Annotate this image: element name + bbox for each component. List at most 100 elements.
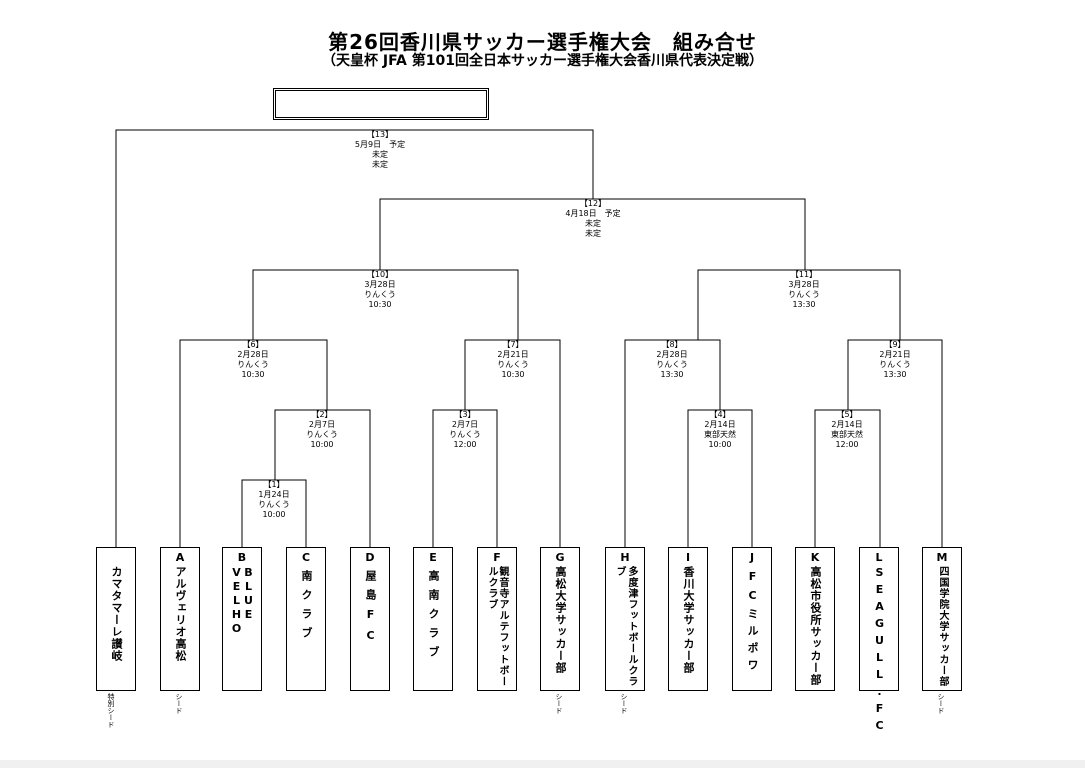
match-10: 【10】 3月28日 りんくう 10:30 [335, 270, 425, 310]
match-time: 未定 [372, 160, 388, 169]
team-name: 南クラブ [300, 570, 313, 646]
bracket-line-12 [379, 198, 806, 270]
bracket-line-8 [624, 339, 721, 547]
match-venue: りんくう [656, 360, 688, 369]
match-date: 2月7日 [451, 420, 479, 429]
match-4: 【4】 2月14日 東部天然 10:00 [675, 410, 765, 450]
match-1: 【1】 1月24日 りんくう 10:00 [229, 480, 319, 520]
team-letter: K [810, 551, 820, 564]
team-letter: D [365, 551, 375, 564]
team-letter: I [685, 551, 691, 564]
match-venue: りんくう [364, 290, 396, 299]
bracket-line-11 [697, 269, 901, 340]
match-number: 【8】 [661, 340, 683, 349]
team-name: 高南クラブ [427, 570, 440, 665]
match-2: 【2】 2月7日 りんくう 10:00 [277, 410, 367, 450]
match-time: 10:00 [262, 510, 286, 519]
bracket-line-9 [847, 339, 943, 547]
page-subtitle: （天皇杯 JFA 第101回全日本サッカー選手権大会香川県代表決定戦） [322, 53, 763, 69]
match-time: 10:00 [310, 440, 334, 449]
match-time: 13:30 [792, 300, 816, 309]
match-date: 2月7日 [308, 420, 336, 429]
match-time: 13:30 [883, 370, 907, 379]
page-footer-bar [0, 760, 1085, 768]
match-date: 2月21日 [497, 350, 529, 359]
seed-note-kamatamare: 特別シード [107, 693, 115, 728]
team-box-k: K 高松市役所サッカー部 [795, 547, 835, 691]
match-number: 【7】 [502, 340, 524, 349]
match-date: 1月24日 [258, 490, 290, 499]
match-venue: りんくう [258, 500, 290, 509]
champion-box [273, 88, 489, 120]
team-box-l: L SEAGULL.FC [859, 547, 899, 736]
seed-note-h: シード [620, 693, 628, 714]
team-box-m: M 四国学院大学サッカー部 [922, 547, 962, 691]
team-box-kamatamare: カマタマーレ讃岐 [96, 547, 136, 691]
seed-note-m: シード [937, 693, 945, 714]
match-5: 【5】 2月14日 東部天然 12:00 [802, 410, 892, 450]
match-time: 未定 [585, 229, 601, 238]
match-number: 【1】 [263, 480, 285, 489]
match-time: 12:00 [453, 440, 477, 449]
match-venue: りんくう [879, 360, 911, 369]
match-date: 2月14日 [704, 420, 736, 429]
bracket-line-3 [432, 409, 498, 547]
match-date: 2月21日 [879, 350, 911, 359]
team-name: 多度津フットボールクラブ [614, 566, 637, 687]
match-number: 【9】 [884, 340, 906, 349]
team-name: カマタマーレ讃岐 [110, 566, 123, 662]
bracket-line-13 [115, 129, 594, 547]
bracket-line-7 [464, 339, 561, 547]
match-venue: りんくう [306, 430, 338, 439]
match-date: 2月14日 [831, 420, 863, 429]
team-letter: G [555, 551, 565, 564]
team-box-g: G 高松大学サッカー部 [540, 547, 580, 691]
match-time: 13:30 [660, 370, 684, 379]
match-venue: りんくう [788, 290, 820, 299]
match-9: 【9】 2月21日 りんくう 13:30 [850, 340, 940, 380]
seed-note-a: シード [175, 693, 183, 714]
match-time: 10:00 [708, 440, 732, 449]
bracket-line-4 [687, 409, 753, 547]
match-venue: りんくう [497, 360, 529, 369]
match-13: 【13】 5月9日 予定 未定 未定 [335, 130, 425, 170]
team-name: 四国学院大学サッカー部 [937, 566, 948, 687]
team-name: 高松大学サッカー部 [554, 566, 567, 674]
match-venue: 東部天然 [831, 430, 863, 439]
team-box-j: J FCミルポワ [732, 547, 772, 691]
match-number: 【6】 [242, 340, 264, 349]
match-number: 【3】 [454, 410, 476, 419]
match-date: 5月9日 予定 [354, 140, 406, 149]
match-number: 【13】 [366, 130, 394, 139]
team-letter: B [237, 551, 247, 564]
match-number: 【4】 [709, 410, 731, 419]
match-venue: りんくう [237, 360, 269, 369]
team-name: FCミルポワ [746, 570, 759, 676]
match-date: 3月28日 [364, 280, 396, 289]
match-venue: りんくう [449, 430, 481, 439]
match-venue: 未定 [372, 150, 388, 159]
team-name: アルヴェリオ高松 [174, 566, 187, 662]
match-date: 2月28日 [656, 350, 688, 359]
team-name: BLUE VELHO [230, 566, 255, 636]
team-name: 屋島FC [364, 570, 377, 650]
team-box-i: I 香川大学サッカー部 [668, 547, 708, 691]
bracket-line-1 [241, 479, 307, 547]
team-name: 観音寺アルテフットボールクラブ [486, 566, 508, 687]
match-time: 12:00 [835, 440, 859, 449]
match-number: 【11】 [790, 270, 818, 279]
match-number: 【12】 [579, 199, 607, 208]
team-name: 高松市役所サッカー部 [809, 566, 822, 686]
team-letter: C [301, 551, 311, 564]
team-box-d: D 屋島FC [350, 547, 390, 691]
bracket-line-10 [252, 269, 519, 340]
match-6: 【6】 2月28日 りんくう 10:30 [208, 340, 298, 380]
team-box-b: B BLUE VELHO [222, 547, 262, 691]
match-number: 【5】 [836, 410, 858, 419]
match-12: 【12】 4月18日 予定 未定 未定 [548, 199, 638, 239]
bracket-line-6 [179, 339, 328, 547]
match-3: 【3】 2月7日 りんくう 12:00 [420, 410, 510, 450]
match-date: 2月28日 [237, 350, 269, 359]
match-venue: 東部天然 [704, 430, 736, 439]
